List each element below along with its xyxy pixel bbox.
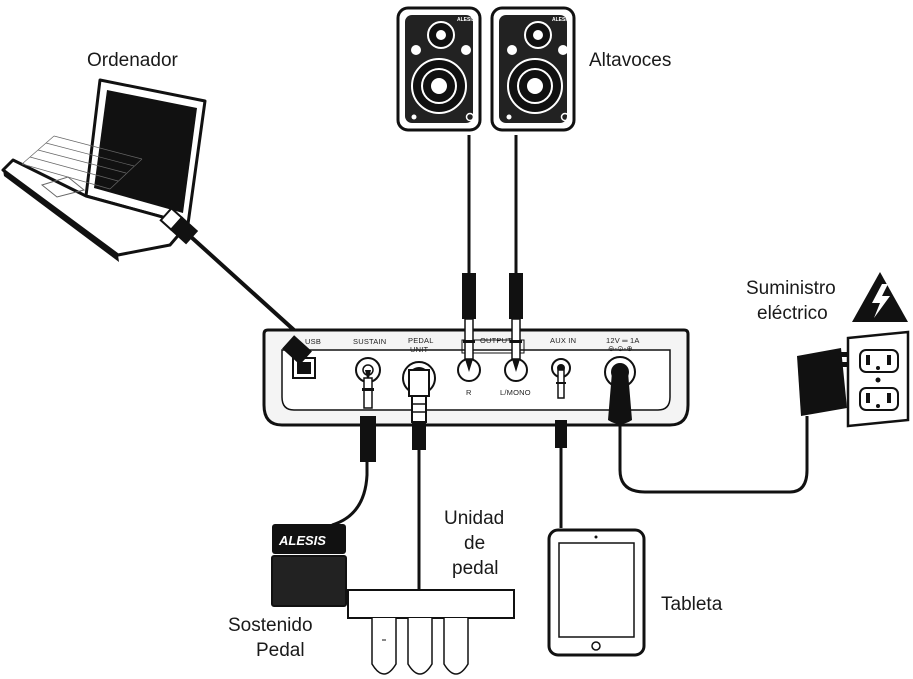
sustain-pedal-icon: ALESIS [271, 524, 347, 607]
pedal-unit-label-line1: Unidad [444, 508, 504, 529]
speaker-icon: ALESIS [490, 6, 576, 132]
power-label-line1: Suministro [746, 278, 836, 299]
sustain-plug [360, 370, 376, 462]
usb-plug-icon [159, 206, 199, 245]
pedal-unit-plug [408, 369, 430, 450]
output-plugs [463, 318, 522, 372]
svg-text:SUSTAIN: SUSTAIN [353, 337, 386, 346]
tablet-icon [547, 528, 646, 657]
power-adapter-icon [797, 348, 855, 416]
svg-text:⊖-⊙-⊕: ⊖-⊙-⊕ [608, 344, 633, 353]
power-cable [618, 416, 809, 494]
speaker-icon: ALESIS [396, 6, 482, 132]
pedal-unit-label-line3: pedal [452, 558, 499, 579]
usb-cable [188, 234, 307, 342]
computer-label: Ordenador [87, 50, 179, 71]
sustain-pedal-cable [331, 462, 369, 527]
svg-text:USB: USB [305, 337, 321, 346]
speaker-left-plug [509, 273, 523, 319]
svg-text:12V ═ 1A: 12V ═ 1A [606, 336, 640, 345]
tablet-label: Tableta [661, 594, 723, 615]
laptop-icon [1, 78, 207, 262]
svg-text:ALESIS: ALESIS [552, 17, 571, 23]
power-plug [608, 372, 632, 424]
pedal-unit-label-line2: de [464, 533, 485, 554]
svg-text:R: R [466, 388, 472, 397]
svg-text:PEDAL: PEDAL [408, 336, 434, 345]
pedal-unit-icon [347, 589, 515, 675]
sustain-label-line1: Sostenido [228, 615, 313, 636]
aux-plug [555, 369, 567, 448]
speaker-right-plug [462, 273, 476, 319]
svg-text:L/MONO: L/MONO [500, 388, 531, 397]
sustain-label-line2: Pedal [256, 640, 305, 661]
speakers-label: Altavoces [589, 50, 671, 71]
svg-text:AUX IN: AUX IN [550, 336, 576, 345]
lightning-warning-icon [852, 272, 908, 322]
svg-text:ALESIS: ALESIS [278, 533, 326, 548]
svg-text:UNIT: UNIT [410, 345, 429, 354]
svg-text:ALESIS: ALESIS [457, 17, 476, 23]
power-label-line2: eléctrico [757, 303, 828, 324]
usb-plug-panel [282, 335, 312, 365]
power-outlet-icon [846, 330, 910, 428]
cables [188, 135, 809, 590]
